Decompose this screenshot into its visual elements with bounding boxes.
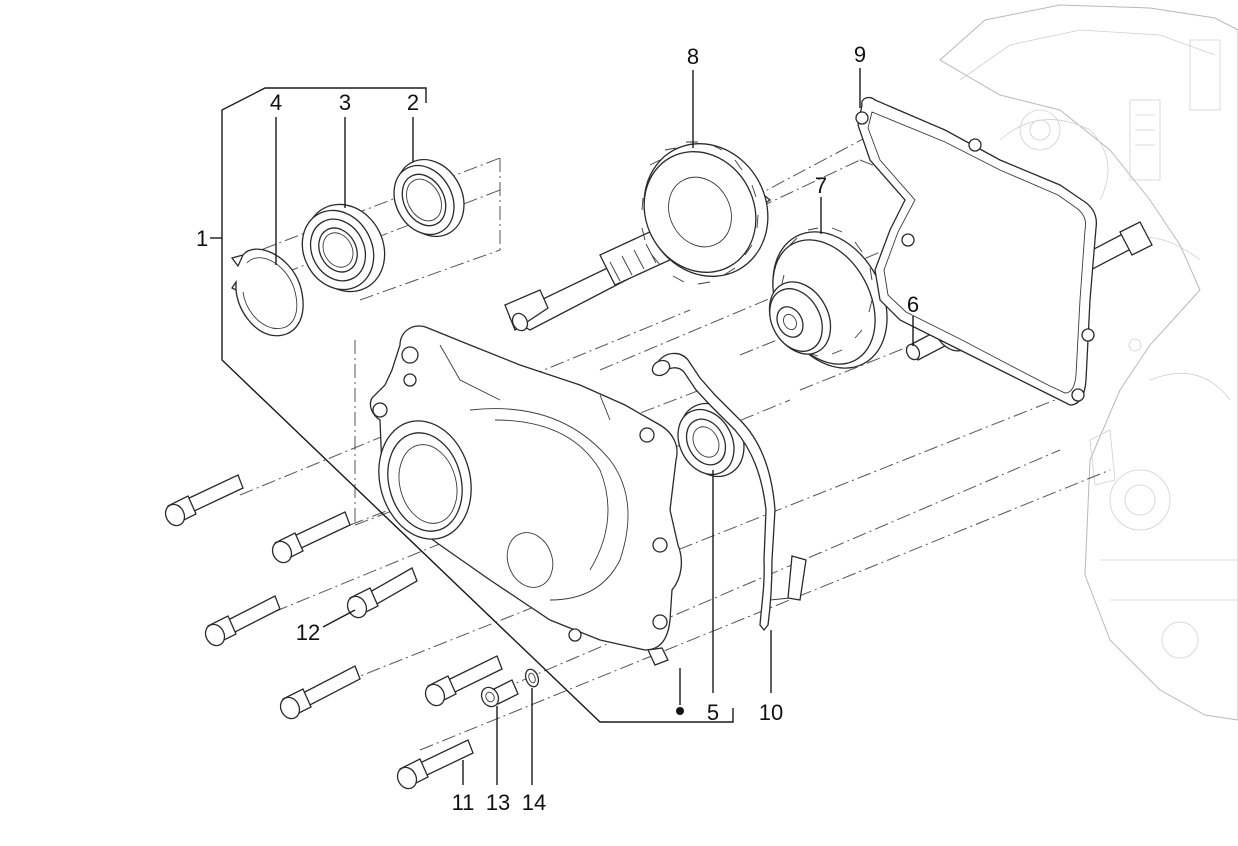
part-8-shaft-gear <box>504 141 772 332</box>
bolt-b <box>271 511 351 564</box>
part-14-washer <box>524 668 540 688</box>
callout-10: 10 <box>759 700 783 725</box>
callout-13: 13 <box>486 790 510 815</box>
callout-8: 8 <box>687 44 699 69</box>
reference-dot <box>676 707 684 715</box>
callout-labels: 1 2 3 4 5 6 7 8 9 10 11 12 13 14 <box>196 42 919 815</box>
callout-7: 7 <box>815 173 827 198</box>
part-10-breather-tube <box>651 352 807 632</box>
part-3-bearing <box>301 203 386 293</box>
bolts <box>164 474 503 790</box>
bolt-e <box>279 665 361 720</box>
part-5-bearing <box>677 402 745 478</box>
callout-6: 6 <box>907 292 919 317</box>
callout-11: 11 <box>452 790 475 815</box>
bolt-d <box>346 567 418 619</box>
callout-3: 3 <box>339 90 351 115</box>
callout-5: 5 <box>707 700 719 725</box>
callout-9: 9 <box>854 42 866 67</box>
part-2-oil-seal <box>393 158 465 238</box>
part-4-circlip <box>230 248 304 337</box>
callout-12: 12 <box>296 620 320 645</box>
part-9-gasket <box>855 96 1098 406</box>
callout-1: 1 <box>196 226 208 251</box>
bolt-a <box>164 474 244 527</box>
part-7-double-gear <box>768 227 888 369</box>
callout-4: 4 <box>270 90 282 115</box>
engine-casing-background <box>939 4 1238 721</box>
bolt-g <box>396 739 474 790</box>
callout-14: 14 <box>522 790 546 815</box>
bolt-c <box>204 595 281 647</box>
transmission-cover <box>369 325 683 666</box>
leader-lines <box>210 68 914 785</box>
part-13-plug <box>480 679 519 708</box>
callout-2: 2 <box>407 90 419 115</box>
bolt-f <box>424 655 503 707</box>
